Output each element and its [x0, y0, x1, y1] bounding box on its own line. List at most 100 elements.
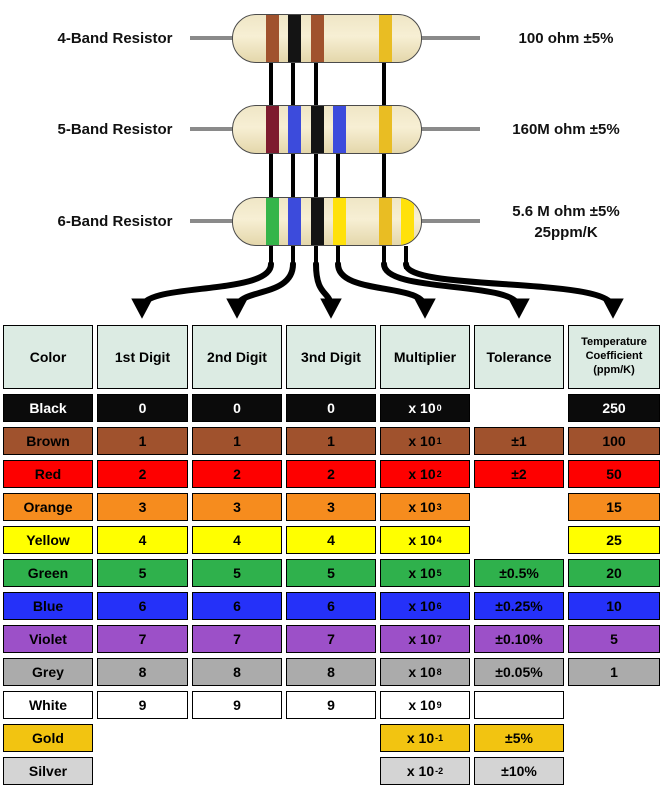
band-yellow — [401, 198, 414, 245]
header-multiplier: Multiplier — [380, 325, 470, 389]
header-color: Color — [3, 325, 93, 389]
empty-cell — [474, 493, 564, 521]
digit2-cell: 9 — [192, 691, 282, 719]
digit2-cell: 5 — [192, 559, 282, 587]
digit3-cell: 3 — [286, 493, 376, 521]
digit1-cell: 9 — [97, 691, 188, 719]
arrow-digit2 — [226, 262, 296, 319]
digit2-cell: 7 — [192, 625, 282, 653]
resistor-value: 100 ohm ±5% — [518, 30, 614, 47]
resistor-value: 160M ohm ±5% — [512, 121, 620, 138]
digit3-cell: 7 — [286, 625, 376, 653]
color-name-cell: Silver — [3, 757, 93, 785]
color-name-cell: Green — [3, 559, 93, 587]
arrow-digit1 — [131, 262, 274, 319]
digit1-cell: 5 — [97, 559, 188, 587]
digit2-cell: 1 — [192, 427, 282, 455]
digit3-cell: 2 — [286, 460, 376, 488]
digit3-cell: 0 — [286, 394, 376, 422]
empty-cell — [97, 724, 188, 752]
tolerance-cell: ±5% — [474, 724, 564, 752]
digit1-cell: 7 — [97, 625, 188, 653]
tolerance-cell: ±10% — [474, 757, 564, 785]
tolerance-cell: ±0.05% — [474, 658, 564, 686]
resistor-value-line2: 25ppm/K — [534, 224, 598, 241]
arrow-multiplier — [335, 262, 436, 319]
digit3-cell: 8 — [286, 658, 376, 686]
arrow-tolerance — [381, 262, 530, 319]
tolerance-cell — [474, 691, 564, 719]
digit3-cell: 9 — [286, 691, 376, 719]
multiplier-cell: x 10-1 — [380, 724, 470, 752]
resistor-body-4band — [232, 14, 422, 63]
band-gold — [379, 15, 392, 62]
empty-cell — [286, 757, 376, 785]
tempco-cell: 250 — [568, 394, 660, 422]
empty-cell — [474, 526, 564, 554]
arrow-digit3 — [313, 262, 342, 319]
tempco-cell: 20 — [568, 559, 660, 587]
digit1-cell: 1 — [97, 427, 188, 455]
tempco-cell: 50 — [568, 460, 660, 488]
color-name-cell: Red — [3, 460, 93, 488]
digit1-cell: 4 — [97, 526, 188, 554]
empty-cell — [192, 757, 282, 785]
connector-line — [269, 63, 273, 269]
band-gold — [379, 106, 392, 153]
empty-cell — [286, 724, 376, 752]
band-green — [266, 198, 279, 245]
digit1-cell: 6 — [97, 592, 188, 620]
color-code-table: Color 1st Digit 2nd Digit 3nd Digit Mult… — [3, 325, 663, 785]
digit1-cell: 0 — [97, 394, 188, 422]
color-name-cell: Black — [3, 394, 93, 422]
resistor-diagram: 4-Band Resistor 100 ohm ±5% 5-Band Resis… — [0, 0, 663, 325]
color-name-cell: Brown — [3, 427, 93, 455]
empty-cell — [474, 394, 564, 422]
tempco-cell: 5 — [568, 625, 660, 653]
digit2-cell: 3 — [192, 493, 282, 521]
digit1-cell: 3 — [97, 493, 188, 521]
band-gold — [379, 198, 392, 245]
tolerance-cell: ±2 — [474, 460, 564, 488]
band-brown — [266, 106, 279, 153]
color-name-cell: White — [3, 691, 93, 719]
header-digit2: 2nd Digit — [192, 325, 282, 389]
band-brown — [266, 15, 279, 62]
digit3-cell: 4 — [286, 526, 376, 554]
digit2-cell: 2 — [192, 460, 282, 488]
digit2-cell: 4 — [192, 526, 282, 554]
band-black — [311, 198, 324, 245]
digit1-cell: 2 — [97, 460, 188, 488]
band-black — [311, 106, 324, 153]
tolerance-cell: ±0.25% — [474, 592, 564, 620]
digit2-cell: 6 — [192, 592, 282, 620]
arrows-to-columns — [131, 262, 624, 319]
digit2-cell: 0 — [192, 394, 282, 422]
header-digit1: 1st Digit — [97, 325, 188, 389]
digit2-cell: 8 — [192, 658, 282, 686]
band-blue — [288, 106, 301, 153]
tempco-cell: 25 — [568, 526, 660, 554]
tempco-cell: 10 — [568, 592, 660, 620]
tolerance-cell: ±1 — [474, 427, 564, 455]
resistor-label: 5-Band Resistor — [57, 121, 173, 138]
connector-line — [291, 63, 295, 269]
color-name-cell: Blue — [3, 592, 93, 620]
empty-cell — [568, 757, 660, 785]
multiplier-cell: x 10-2 — [380, 757, 470, 785]
color-name-cell: Gold — [3, 724, 93, 752]
band-brown — [311, 15, 324, 62]
band-black — [288, 15, 301, 62]
connector-line — [382, 63, 386, 269]
arrow-tempco — [403, 262, 624, 319]
color-name-cell: Yellow — [3, 526, 93, 554]
empty-cell — [568, 691, 660, 719]
